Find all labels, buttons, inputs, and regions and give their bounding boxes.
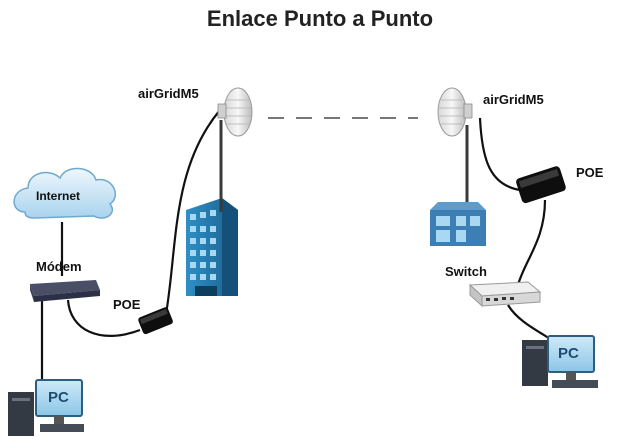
label-poe-left: POE xyxy=(113,297,141,312)
label-switch: Switch xyxy=(445,264,487,279)
label-airgrid-left: airGridM5 xyxy=(138,86,199,101)
cable-poe-left-airgrid-left xyxy=(163,109,221,321)
cable-poe-right-switch xyxy=(516,199,547,286)
internet-cloud-icon xyxy=(13,167,116,219)
base-station-icon xyxy=(430,202,486,246)
label-pc-right: PC xyxy=(558,345,579,362)
building-icon xyxy=(186,198,238,296)
poe-right-icon xyxy=(516,166,566,204)
airgrid-right-icon xyxy=(437,87,473,137)
poe-left-icon xyxy=(138,307,173,335)
modem-icon xyxy=(30,280,100,302)
label-poe-right: POE xyxy=(576,165,604,180)
pc-right-icon xyxy=(522,335,598,388)
cable-airgrid-right-poe-right xyxy=(478,117,521,192)
airgrid-left-icon xyxy=(217,87,253,137)
cables xyxy=(40,109,559,385)
switch-icon xyxy=(468,281,542,308)
label-airgrid-right: airGridM5 xyxy=(483,92,544,107)
pc-left-icon xyxy=(8,379,84,436)
label-internet: Internet xyxy=(36,189,81,203)
cable-modem-poe-left xyxy=(66,299,141,337)
diagram-title: Enlace Punto a Punto xyxy=(206,6,434,31)
label-modem: Módem xyxy=(36,259,82,274)
label-pc-left: PC xyxy=(48,389,69,406)
